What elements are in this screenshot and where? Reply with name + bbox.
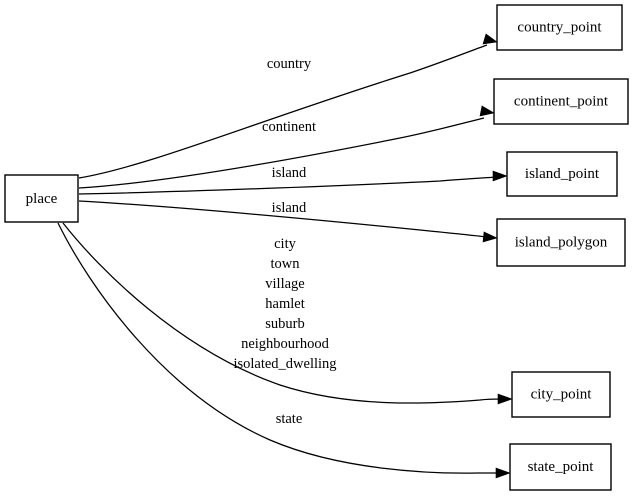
- node-place[interactable]: place: [4, 174, 79, 223]
- arrowhead-icon: [497, 393, 513, 405]
- edge-label-island-point: island: [272, 165, 307, 181]
- node-box-state-point[interactable]: [509, 443, 612, 491]
- edge-place-city-point[interactable]: city town village hamlet suburb neighbou…: [62, 222, 513, 405]
- edge-place-country-point[interactable]: country: [78, 33, 498, 179]
- arrowhead-icon: [479, 105, 495, 117]
- edge-label-continent: continent: [262, 119, 316, 135]
- node-continent-point[interactable]: continent_point: [493, 78, 629, 125]
- node-box-country-point[interactable]: [496, 4, 623, 51]
- node-label-place: place: [26, 191, 58, 207]
- node-label-city-point: city_point: [531, 386, 593, 402]
- edge-line: [78, 44, 488, 179]
- edge-place-continent-point[interactable]: continent: [78, 105, 495, 189]
- node-box-city-point[interactable]: [511, 371, 611, 418]
- edge-label-city-line-3: hamlet: [265, 296, 304, 312]
- node-label-island-polygon: island_polygon: [515, 234, 608, 250]
- node-island-polygon[interactable]: island_polygon: [496, 218, 626, 267]
- edge-line: [78, 176, 498, 195]
- edge-label-island-polygon: island: [272, 200, 307, 216]
- node-label-continent-point: continent_point: [514, 93, 609, 109]
- edge-line: [57, 222, 500, 474]
- edge-line: [62, 222, 503, 404]
- node-island-point[interactable]: island_point: [506, 151, 618, 197]
- arrowhead-icon: [482, 33, 498, 45]
- arrowhead-icon: [495, 467, 511, 479]
- arrowhead-icon: [492, 170, 508, 182]
- edges-layer: country continent island island: [57, 33, 513, 479]
- node-box-island-point[interactable]: [506, 151, 618, 197]
- edge-line: [78, 200, 488, 238]
- edge-place-state-point[interactable]: state: [57, 222, 511, 479]
- edge-label-city-line-5: neighbourhood: [241, 336, 330, 352]
- node-city-point[interactable]: city_point: [511, 371, 611, 418]
- node-label-island-point: island_point: [525, 166, 600, 182]
- edge-place-island-polygon[interactable]: island: [78, 200, 498, 243]
- nodes-layer: place country_point continent_point isla…: [4, 4, 629, 491]
- arrowhead-icon: [482, 231, 498, 243]
- node-country-point[interactable]: country_point: [496, 4, 623, 51]
- edge-label-city-line-1: town: [271, 256, 301, 272]
- node-state-point[interactable]: state_point: [509, 443, 612, 491]
- node-box-place[interactable]: [4, 174, 79, 223]
- edge-label-state: state: [276, 411, 303, 427]
- edge-label-city-line-4: suburb: [265, 316, 304, 332]
- node-label-state-point: state_point: [528, 459, 595, 475]
- node-label-country-point: country_point: [517, 19, 602, 35]
- edge-label-city-line-0: city: [274, 236, 296, 252]
- edge-place-island-point[interactable]: island: [78, 165, 508, 195]
- edge-label-city-group: city town village hamlet suburb neighbou…: [233, 236, 336, 372]
- edge-label-country: country: [267, 56, 312, 72]
- edge-label-city-line-2: village: [265, 276, 304, 292]
- edge-line: [78, 117, 485, 189]
- node-box-continent-point[interactable]: [493, 78, 629, 125]
- node-box-island-polygon[interactable]: [496, 218, 626, 267]
- edge-label-city-line-6: isolated_dwelling: [233, 356, 336, 372]
